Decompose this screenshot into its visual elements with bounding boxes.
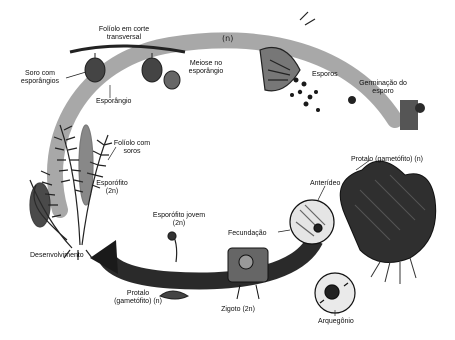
label-fecundacao: Fecundação — [228, 230, 267, 238]
small-prothallus-icon — [160, 291, 188, 299]
label-desenvolvimento: Desenvolvimento — [30, 252, 84, 260]
archegonium-icon — [290, 200, 334, 244]
label-anterideo: Anterídeo — [310, 180, 340, 188]
label-zigoto: Zigoto (2n) — [220, 306, 256, 314]
cycle-arrowhead — [90, 240, 118, 274]
label-foliolo-corte: Folíolo em corte transversal — [88, 26, 160, 42]
label-esporangio: Esporângio — [96, 98, 131, 106]
label-soro: Soro com esporângios — [16, 70, 64, 86]
label-meiose: Meiose no esporângio — [176, 60, 236, 76]
label-protalo-gametofito: Protalo (gametófito) (n) — [348, 156, 426, 164]
prothallus-icon — [340, 161, 436, 284]
label-germinacao: Germinação do esporo — [356, 80, 410, 96]
label-foliolo-soros: Folíolo com soros — [110, 140, 154, 156]
antheridium-icon — [315, 273, 355, 313]
cycle-arrow-lower — [105, 240, 315, 281]
spores-icon — [290, 78, 320, 113]
label-esporos: Esporos — [312, 71, 338, 79]
ploidy-top: (n) — [222, 34, 233, 43]
label-arquegonio: Arquegônio — [318, 318, 354, 326]
label-esporofito-jovem: Esporófito jovem (2n) — [150, 212, 208, 228]
label-esporofito: Esporófito (2n) — [90, 180, 134, 196]
young-sporophyte-icon — [168, 232, 177, 262]
label-protalo-n: Protalo (gametófito) (n) — [112, 290, 164, 306]
zygote-icon — [228, 248, 268, 299]
